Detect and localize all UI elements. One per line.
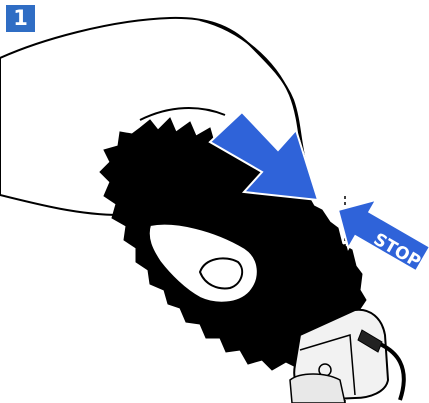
microphone-cable	[369, 338, 406, 401]
cable-plug	[357, 329, 383, 353]
step-number-badge: 1	[6, 5, 35, 32]
thumbnail	[198, 257, 244, 290]
push-direction-arrow	[208, 110, 320, 202]
finger-line-upper	[199, 19, 301, 141]
stop-arrow	[336, 198, 429, 273]
finger-line-middle	[139, 107, 226, 121]
mount-base	[289, 373, 346, 403]
